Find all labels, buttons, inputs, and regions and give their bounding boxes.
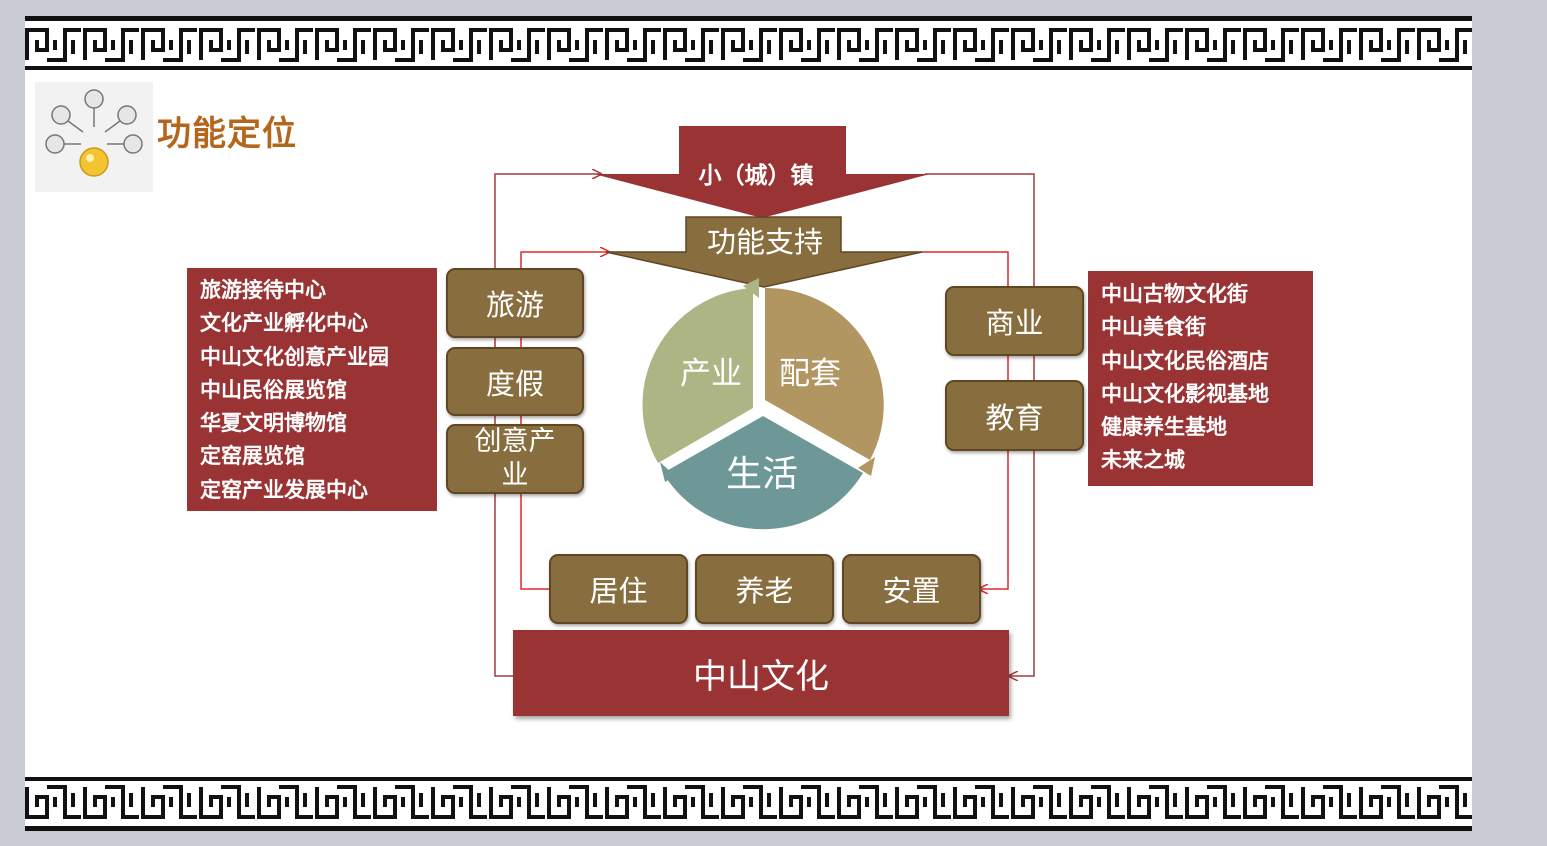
tile-tourism: 旅游: [446, 268, 584, 338]
list-item: 定窑展览馆: [200, 444, 305, 469]
list-item: 中山古物文化街: [1101, 282, 1248, 306]
list-item: 旅游接待中心: [200, 278, 326, 302]
segment-industry-label: 产业: [680, 356, 742, 392]
page-title: 功能定位: [157, 114, 297, 154]
tile-commerce: 商业: [945, 286, 1084, 356]
segment-supporting: [765, 287, 884, 460]
list-item: 定窑产业发展中心: [200, 477, 368, 502]
right-list-box: 中山古物文化街 中山美食街 中山文化民俗酒店 中山文化影视基地 健康养生基地 未…: [1088, 271, 1313, 486]
fret-border-bottom: [25, 777, 1472, 831]
lightbulbs-icon: [35, 82, 153, 192]
segment-supporting-label: 配套: [779, 356, 841, 392]
list-item: 中山文化创意产业园: [200, 344, 389, 369]
tile-resort: 度假: [446, 347, 584, 416]
town-arrow: [594, 126, 930, 218]
tile-elderly-care: 养老: [695, 554, 834, 624]
slide: 功能定位 小（城）镇 功能支持 产业 配套 生活 旅游接待中心 文化产业孵化中心: [25, 16, 1472, 831]
support-arrow-label: 功能支持: [707, 225, 823, 259]
tile-education: 教育: [945, 380, 1084, 451]
tile-residence: 居住: [549, 554, 688, 624]
list-item: 华夏文明博物馆: [200, 411, 347, 436]
list-item: 文化产业孵化中心: [200, 311, 368, 336]
segment-industry: [642, 288, 753, 463]
function-diagram: 小（城）镇 功能支持 产业 配套 生活: [494, 126, 1035, 831]
tile-creative-industry: 创意产 业: [446, 424, 584, 494]
left-list-box: 旅游接待中心 文化产业孵化中心 中山文化创意产业园 中山民俗展览馆 华夏文明博物…: [187, 268, 437, 511]
inner-connector-left: [520, 252, 609, 590]
tile-resettlement: 安置: [842, 554, 981, 624]
list-item: 中山美食街: [1101, 315, 1206, 340]
base-zhongshan-culture: 中山文化: [513, 630, 1009, 716]
segment-life: [663, 416, 863, 530]
town-arrow-label: 小（城）镇: [699, 162, 814, 189]
segment-life-label: 生活: [726, 454, 798, 495]
cycle-arrowhead-top: [743, 278, 759, 298]
list-item: 健康养生基地: [1101, 415, 1227, 440]
list-item: 中山文化民俗酒店: [1101, 348, 1269, 373]
cycle-arrowhead-right: [858, 457, 875, 476]
fret-border-top: [25, 16, 1472, 70]
list-item: 未来之城: [1101, 448, 1185, 473]
cycle-arrowhead-left: [660, 462, 675, 482]
support-arrow: [605, 216, 923, 288]
list-item: 中山文化影视基地: [1101, 381, 1269, 406]
list-item: 中山民俗展览馆: [200, 377, 347, 402]
